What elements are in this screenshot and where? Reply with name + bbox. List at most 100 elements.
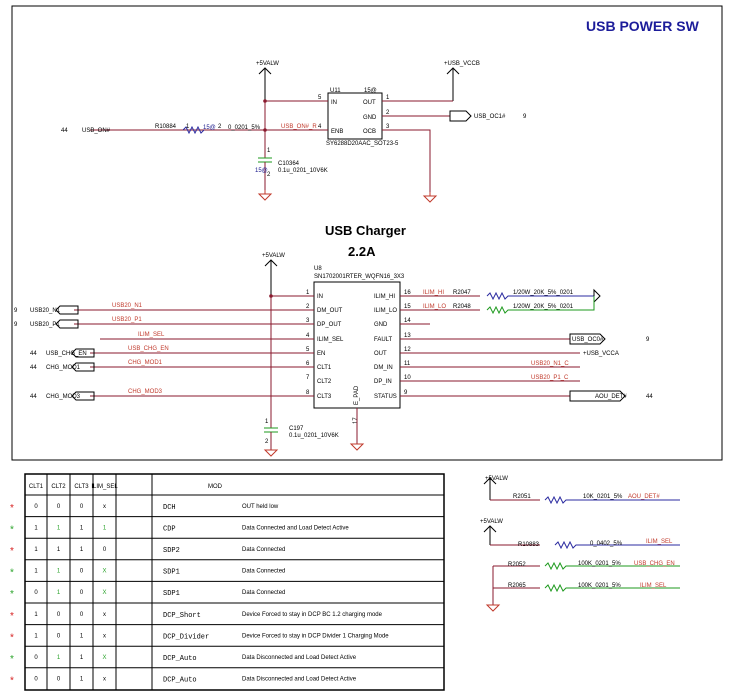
usb-on-net: USB_ON# bbox=[82, 128, 111, 134]
table-cell-c2: 0 bbox=[57, 633, 61, 639]
dp-in-net: USB20_P1_C bbox=[531, 375, 569, 381]
left-net-wire-label: CHG_MOD3 bbox=[128, 389, 163, 395]
supply-arrow-icon bbox=[483, 525, 497, 533]
table-row-star-icon: * bbox=[10, 503, 14, 514]
c10364-value: 0.1u_0201_10V6K bbox=[278, 168, 328, 174]
dm-in-net: USB20_N1_C bbox=[531, 361, 569, 367]
u8-left-pin-name: CLT1 bbox=[317, 365, 332, 371]
usb-power-title: USB POWER SW bbox=[586, 18, 700, 34]
table-cell-c3: 1 bbox=[80, 525, 84, 531]
c10364-pin2: 2 bbox=[267, 172, 271, 178]
table-cell-c3: 0 bbox=[80, 504, 84, 510]
left-net-page: 44 bbox=[30, 394, 37, 400]
left-net-name: USB20_N1 bbox=[30, 308, 61, 314]
table-cell-ilim: X bbox=[102, 655, 106, 661]
u8-right-pin-num: 10 bbox=[404, 375, 411, 381]
u8-right-pin-num: 12 bbox=[404, 347, 411, 353]
table-cell-c1: 0 bbox=[34, 504, 38, 510]
junction-dot bbox=[269, 294, 273, 298]
u11-pin-2-num: 2 bbox=[386, 110, 390, 116]
u8-right-pin-num: 9 bbox=[404, 390, 408, 396]
r10884-value: 0_0201_5% bbox=[228, 125, 261, 131]
c197-value: 0.1u_0201_10V6K bbox=[289, 433, 339, 439]
table-cell-description: Data Connected bbox=[242, 547, 285, 553]
resistor-icon bbox=[182, 125, 205, 135]
usb-oc1-page: 9 bbox=[523, 114, 527, 120]
usb-power-5valw-label: +5VALW bbox=[256, 61, 279, 67]
capacitor-icon bbox=[258, 157, 272, 163]
r2065-ref: R2065 bbox=[508, 583, 526, 589]
left-net-name: USB20_P1 bbox=[30, 322, 60, 328]
table-row-star-icon: * bbox=[10, 654, 14, 665]
u8-right-pin-num: 16 bbox=[404, 290, 411, 296]
table-cell-description: Data Disconnected and Load Detect Active bbox=[242, 655, 357, 661]
offpage-connector-icon bbox=[71, 362, 95, 372]
table-header-cell: ILIM_SEL bbox=[91, 484, 118, 490]
r2048-ref: R2048 bbox=[453, 304, 471, 310]
u8-right-pin-name: OUT bbox=[374, 351, 387, 357]
u11-pin-gnd: GND bbox=[363, 115, 377, 121]
charger-5v-arrow-icon bbox=[264, 259, 278, 267]
c10364-variant: 15@ bbox=[255, 168, 268, 174]
c10364-ref: C10364 bbox=[278, 161, 300, 167]
table-cell-c1: 1 bbox=[34, 525, 38, 531]
u11-pin-4-num: 4 bbox=[318, 124, 322, 130]
u8-right-pin-name: DM_IN bbox=[374, 365, 393, 371]
u8-right-pin-name: STATUS bbox=[374, 394, 397, 400]
table-cell-mode: DCP_Auto bbox=[163, 655, 197, 663]
ground-icon bbox=[257, 190, 273, 201]
table-row-star-icon: * bbox=[10, 589, 14, 600]
u11-pin-1-num: 1 bbox=[386, 95, 390, 101]
u8-right-pin-num: 11 bbox=[404, 361, 411, 367]
offpage-connector-icon bbox=[55, 319, 79, 329]
resistor-icon bbox=[544, 561, 680, 571]
u8-right-pin-name: ILIM_LO bbox=[374, 308, 397, 314]
u8-left-pin-num: 7 bbox=[306, 375, 310, 381]
table-cell-mode: DCP_Auto bbox=[163, 677, 197, 685]
table-cell-description: Data Disconnected and Load Detect Active bbox=[242, 677, 357, 683]
table-cell-mode: SDP2 bbox=[163, 547, 180, 555]
u8-ref: U8 bbox=[314, 266, 322, 272]
table-cell-description: Data Connected bbox=[242, 590, 285, 596]
u11-pin-5-num: 5 bbox=[318, 95, 322, 101]
r10884-ref: R10884 bbox=[155, 124, 177, 130]
table-cell-c2: 0 bbox=[57, 677, 61, 683]
table-cell-c2: 0 bbox=[57, 612, 61, 618]
net-ilim-lo: ILIM_LO bbox=[423, 304, 446, 310]
u8-left-pin-num: 4 bbox=[306, 333, 310, 339]
left-net-wire-label: USB20_P1 bbox=[112, 317, 142, 323]
u8-left-pin-num: 5 bbox=[306, 347, 310, 353]
u8-left-pin-name: CLT2 bbox=[317, 379, 332, 385]
table-cell-c1: 0 bbox=[34, 655, 38, 661]
junction-dot bbox=[263, 99, 267, 103]
table-cell-c2: 1 bbox=[57, 525, 61, 531]
table-row-star-icon: * bbox=[10, 546, 14, 557]
pullup-supply-b: +5VALW bbox=[480, 519, 503, 525]
table-cell-c3: 1 bbox=[80, 655, 84, 661]
u8-left-pin-name: ILIM_SEL bbox=[317, 337, 344, 343]
u8-right-pin-num: 14 bbox=[404, 318, 411, 324]
left-net-name: CHG_MOD1 bbox=[46, 365, 81, 371]
c197-pin2: 2 bbox=[265, 439, 269, 445]
charger-title: USB Charger bbox=[325, 223, 406, 238]
u11-pin-in: IN bbox=[331, 100, 337, 106]
r2052-net: USB_CHG_EN bbox=[634, 561, 675, 567]
table-cell-mode: DCP_Divider bbox=[163, 633, 209, 641]
table-cell-c1: 1 bbox=[34, 569, 38, 575]
r10883-net: ILIM_SEL bbox=[646, 539, 673, 545]
u8-epad-num: 17 bbox=[353, 417, 359, 424]
offpage-connector-icon bbox=[71, 391, 95, 401]
c197-ref: C197 bbox=[289, 426, 304, 432]
fault-net: USB_OC0# bbox=[572, 337, 604, 343]
wire-pulldowns bbox=[492, 565, 540, 605]
left-net-page: 9 bbox=[14, 308, 18, 314]
resistor-icon bbox=[486, 296, 595, 315]
sheet-border bbox=[11, 5, 723, 461]
out-net: +USB_VCCA bbox=[583, 351, 619, 357]
left-net-page: 44 bbox=[30, 351, 37, 357]
r2052-value: 100K_0201_5% bbox=[578, 561, 621, 567]
status-page: 44 bbox=[646, 394, 653, 400]
